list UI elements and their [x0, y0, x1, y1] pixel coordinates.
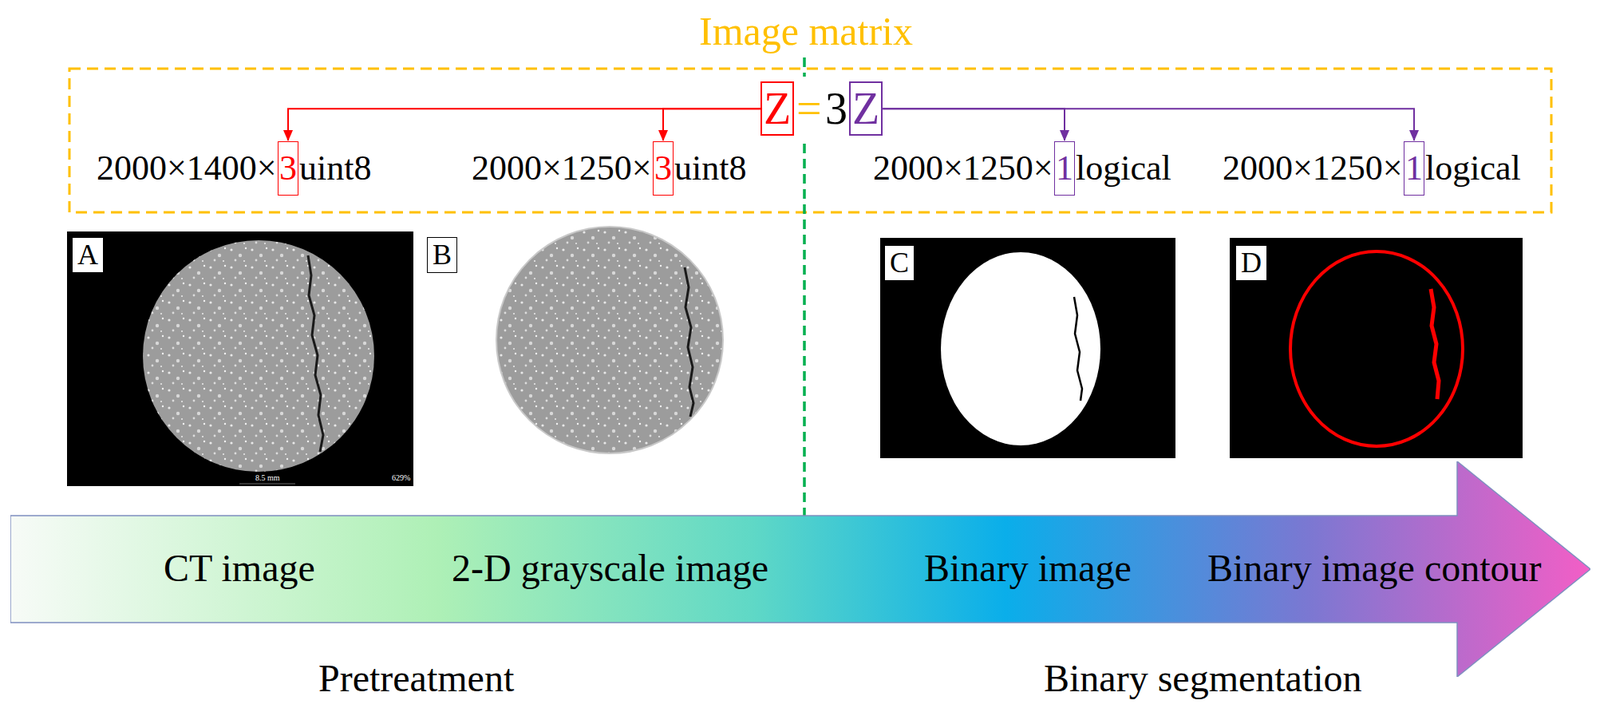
- connector: [882, 108, 1415, 141]
- data-type: logical: [1075, 150, 1172, 186]
- panel-letter: B: [426, 237, 458, 273]
- channel-box: 1: [1054, 141, 1075, 196]
- channel-box: 3: [652, 141, 674, 196]
- box-text: D: [1240, 246, 1262, 279]
- panel-letter: A: [71, 237, 104, 273]
- scale-text: 8.5 mm: [255, 474, 281, 482]
- matrix-size: 2000×1250×: [1222, 150, 1403, 186]
- panel-letter: D: [1235, 244, 1268, 281]
- box-text: 3: [279, 148, 297, 188]
- box-text: B: [432, 238, 452, 271]
- arrow-outline: [10, 461, 1591, 677]
- connector: [882, 108, 1065, 141]
- matrix-size: 2000×1250×: [873, 150, 1054, 186]
- phase-label: Pretreatment: [318, 659, 514, 698]
- variable-box: Z: [849, 81, 883, 136]
- box-text: Z: [852, 83, 880, 134]
- figure-title: Image matrix: [699, 8, 913, 56]
- connector: [288, 108, 761, 141]
- process-arrow: CT image 2-D grayscale image Binary image B…: [10, 461, 1591, 677]
- channel-box: 3: [277, 141, 299, 196]
- zoom-text: 629%: [391, 474, 411, 482]
- box-text: 1: [1055, 148, 1074, 188]
- matrix-size: 2000×1250×: [471, 150, 652, 186]
- box-text: 3: [654, 148, 672, 188]
- stage-name: Binary image contour: [1207, 545, 1542, 590]
- box-text: C: [889, 246, 909, 279]
- variable-box: Z: [760, 81, 795, 136]
- box-text: Z: [763, 83, 791, 134]
- stage-name: 2-D grayscale image: [451, 545, 769, 590]
- panel-letter: C: [884, 244, 915, 281]
- phase-label: Binary segmentation: [1043, 659, 1363, 698]
- stage-name: Binary image: [924, 545, 1132, 590]
- equals-sign: =: [796, 86, 822, 131]
- binary-image: [880, 237, 1176, 459]
- box-text: 1: [1405, 148, 1423, 188]
- connector: [663, 108, 761, 141]
- stage-name: CT image: [163, 545, 316, 590]
- data-type: uint8: [674, 150, 747, 186]
- box-text: A: [77, 238, 99, 271]
- coefficient: 3: [825, 86, 848, 131]
- matrix-size: 2000×1400×: [96, 150, 277, 186]
- data-type: uint8: [299, 150, 372, 186]
- ct-image: [67, 231, 414, 486]
- data-type: logical: [1425, 150, 1521, 186]
- contour-image: [1229, 237, 1523, 459]
- grayscale-image: [496, 226, 723, 454]
- channel-box: 1: [1403, 141, 1425, 196]
- matrix-frame: [69, 68, 1552, 213]
